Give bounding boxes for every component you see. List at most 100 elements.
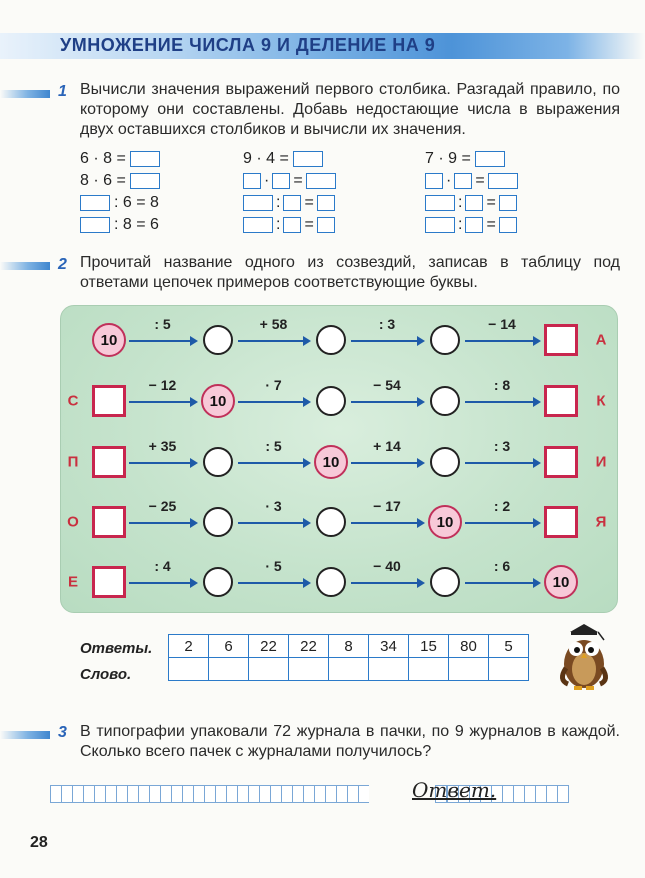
grid-cell[interactable] bbox=[204, 785, 215, 803]
word-letter-cell[interactable] bbox=[248, 657, 289, 681]
chain-circle[interactable] bbox=[430, 386, 460, 416]
grid-cell[interactable] bbox=[524, 785, 535, 803]
grid-cell[interactable] bbox=[215, 785, 226, 803]
answer-box[interactable] bbox=[283, 217, 302, 233]
chain-circle[interactable] bbox=[430, 447, 460, 477]
grid-cell[interactable] bbox=[358, 785, 369, 803]
chain-answer-box[interactable] bbox=[544, 446, 578, 478]
chain-letter-right: Я bbox=[595, 513, 607, 531]
chain-answer-box[interactable] bbox=[92, 506, 126, 538]
grid-cell[interactable] bbox=[149, 785, 160, 803]
chain-circle[interactable] bbox=[430, 567, 460, 597]
answer-box[interactable] bbox=[316, 217, 335, 233]
chain-circle[interactable] bbox=[316, 567, 346, 597]
grid-cell[interactable] bbox=[182, 785, 193, 803]
grid-cell[interactable] bbox=[94, 785, 105, 803]
answer-box[interactable] bbox=[292, 151, 323, 167]
chain-arrow bbox=[351, 518, 425, 528]
grid-cell[interactable] bbox=[458, 785, 469, 803]
grid-cell[interactable] bbox=[270, 785, 281, 803]
answer-box[interactable] bbox=[498, 217, 517, 233]
grid-cell[interactable] bbox=[292, 785, 303, 803]
answer-box[interactable] bbox=[80, 195, 110, 211]
grid-cell[interactable] bbox=[535, 785, 546, 803]
chain-operation-label: − 14 bbox=[488, 316, 516, 332]
answer-box[interactable] bbox=[283, 195, 302, 211]
answer-box[interactable] bbox=[243, 173, 261, 189]
grid-cell[interactable] bbox=[83, 785, 94, 803]
answer-box[interactable] bbox=[425, 173, 443, 189]
chain-answer-box[interactable] bbox=[544, 324, 578, 356]
word-letter-cell[interactable] bbox=[208, 657, 249, 681]
word-letter-cell[interactable] bbox=[328, 657, 369, 681]
answer-box[interactable] bbox=[465, 195, 484, 211]
answer-box[interactable] bbox=[498, 195, 517, 211]
answer-box[interactable] bbox=[80, 217, 110, 233]
grid-cell[interactable] bbox=[226, 785, 237, 803]
grid-cell[interactable] bbox=[193, 785, 204, 803]
chain-circle[interactable] bbox=[203, 507, 233, 537]
grid-cell[interactable] bbox=[557, 785, 569, 803]
grid-cell[interactable] bbox=[61, 785, 72, 803]
grid-cell[interactable] bbox=[435, 785, 447, 803]
chain-answer-box[interactable] bbox=[92, 385, 126, 417]
grid-cell[interactable] bbox=[347, 785, 358, 803]
grid-cell[interactable] bbox=[325, 785, 336, 803]
grid-cell[interactable] bbox=[248, 785, 259, 803]
chain-circle[interactable] bbox=[203, 567, 233, 597]
grid-cell[interactable] bbox=[469, 785, 480, 803]
answer-box[interactable] bbox=[272, 173, 291, 189]
answer-box[interactable] bbox=[474, 151, 505, 167]
chain-circle[interactable] bbox=[316, 325, 346, 355]
word-letter-cell[interactable] bbox=[288, 657, 329, 681]
answer-box[interactable] bbox=[487, 173, 518, 189]
answer-box[interactable] bbox=[129, 151, 160, 167]
chain-arrow bbox=[238, 578, 311, 588]
grid-cell[interactable] bbox=[171, 785, 182, 803]
chain-circle[interactable] bbox=[203, 447, 233, 477]
answer-box[interactable] bbox=[316, 195, 335, 211]
answer-grid[interactable] bbox=[50, 785, 569, 805]
grid-cell[interactable] bbox=[259, 785, 270, 803]
answer-box[interactable] bbox=[425, 217, 455, 233]
grid-cell[interactable] bbox=[127, 785, 138, 803]
grid-cell[interactable] bbox=[116, 785, 127, 803]
grid-cell[interactable] bbox=[491, 785, 502, 803]
chain-answer-box[interactable] bbox=[544, 506, 578, 538]
word-letter-cell[interactable] bbox=[168, 657, 209, 681]
answer-box[interactable] bbox=[425, 195, 455, 211]
grid-cell[interactable] bbox=[314, 785, 325, 803]
chain-circle[interactable] bbox=[316, 507, 346, 537]
grid-cell[interactable] bbox=[281, 785, 292, 803]
grid-cell[interactable] bbox=[546, 785, 557, 803]
grid-cell[interactable] bbox=[480, 785, 491, 803]
grid-cell[interactable] bbox=[237, 785, 248, 803]
grid-cell[interactable] bbox=[447, 785, 458, 803]
grid-cell[interactable] bbox=[513, 785, 524, 803]
answer-box[interactable] bbox=[243, 195, 273, 211]
answer-box[interactable] bbox=[243, 217, 273, 233]
task-1-column-2: 9 · 4 = ·= := := bbox=[243, 148, 336, 236]
chain-answer-box[interactable] bbox=[92, 566, 126, 598]
answer-box[interactable] bbox=[454, 173, 473, 189]
chain-answer-box[interactable] bbox=[92, 446, 126, 478]
answer-box[interactable] bbox=[129, 173, 160, 189]
chain-circle[interactable] bbox=[203, 325, 233, 355]
grid-cell[interactable] bbox=[336, 785, 347, 803]
word-letter-cell[interactable] bbox=[448, 657, 489, 681]
answer-box[interactable] bbox=[305, 173, 336, 189]
grid-cell[interactable] bbox=[105, 785, 116, 803]
word-letter-cell[interactable] bbox=[408, 657, 449, 681]
word-letter-cell[interactable] bbox=[368, 657, 409, 681]
grid-cell[interactable] bbox=[72, 785, 83, 803]
grid-cell[interactable] bbox=[138, 785, 149, 803]
chain-circle[interactable] bbox=[430, 325, 460, 355]
answer-box[interactable] bbox=[465, 217, 484, 233]
word-letter-cell[interactable] bbox=[488, 657, 529, 681]
grid-cell[interactable] bbox=[50, 785, 61, 803]
grid-cell[interactable] bbox=[160, 785, 171, 803]
grid-cell[interactable] bbox=[502, 785, 513, 803]
chain-answer-box[interactable] bbox=[544, 385, 578, 417]
grid-cell[interactable] bbox=[303, 785, 314, 803]
chain-circle[interactable] bbox=[316, 386, 346, 416]
